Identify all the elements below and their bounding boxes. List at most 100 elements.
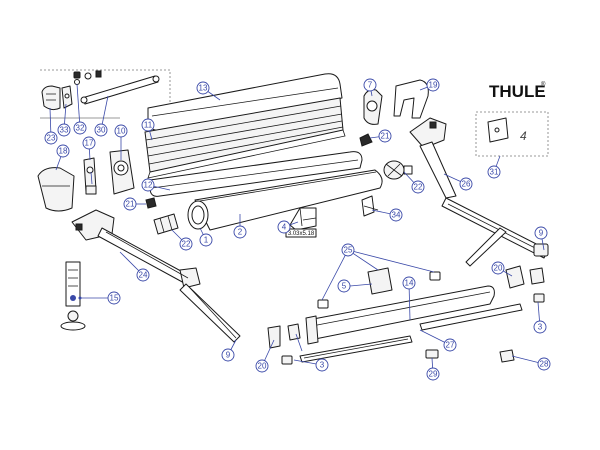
svg-text:9: 9 [226, 351, 231, 360]
clip-29 [425, 349, 439, 359]
leader-dots [70, 295, 82, 301]
svg-text:21: 21 [381, 132, 390, 141]
callout-19: 19 [426, 78, 440, 92]
svg-text:3: 3 [320, 361, 325, 370]
roller-plug-left-22 [153, 213, 179, 235]
svg-text:23: 23 [47, 134, 56, 143]
svg-text:31: 31 [490, 168, 499, 177]
roller-plug-right [383, 160, 413, 180]
callout-14: 14 [402, 276, 416, 290]
small-clip-21-left [145, 197, 157, 209]
callout-17: 17 [82, 136, 96, 150]
svg-text:14: 14 [405, 279, 414, 288]
svg-text:28: 28 [540, 360, 549, 369]
svg-text:30: 30 [97, 126, 106, 135]
callout-18: 18 [56, 144, 70, 158]
fabric-size-label: 3.03x5.18 [288, 231, 315, 237]
svg-text:29: 29 [429, 370, 438, 379]
callout-23: 23 [44, 131, 58, 145]
svg-text:25: 25 [344, 246, 353, 255]
wall-mount-15 [60, 261, 86, 331]
callout-21-left: 21 [123, 197, 137, 211]
svg-text:24: 24 [139, 271, 148, 280]
svg-text:34: 34 [392, 211, 401, 220]
gearbox-17 [83, 157, 97, 195]
svg-text:12: 12 [144, 181, 153, 190]
svg-text:27: 27 [446, 341, 455, 350]
callout-11: 11 [141, 118, 155, 132]
clip-3-right [533, 293, 545, 303]
brand-logo-text: THULE [489, 82, 546, 101]
wall-bracket-sketch: 3.03x5.18 [285, 207, 317, 238]
roller-tube-and-fabric [187, 169, 383, 231]
clips-25 [317, 267, 441, 309]
svg-text:9: 9 [539, 229, 544, 238]
svg-text:32: 32 [76, 124, 85, 133]
svg-text:1: 1 [204, 236, 209, 245]
callout-20-bottom: 20 [255, 359, 269, 373]
callout-3-bottom: 3 [315, 358, 329, 372]
clip-28 [499, 349, 515, 363]
small-clip-21-right [359, 133, 373, 147]
right-end-caps [363, 79, 429, 125]
aluminium-profile [144, 97, 346, 179]
callout-9-right: 9 [534, 226, 548, 240]
callout-30: 30 [94, 123, 108, 137]
callout-15: 15 [107, 291, 121, 305]
callouts: 1 2 3 3 3 4 5 7 9 9 10 11 12 13 14 15 16… [44, 78, 551, 381]
svg-text:7: 7 [368, 81, 373, 90]
clip-3-bottom [281, 355, 293, 365]
svg-text:4: 4 [282, 223, 287, 232]
callout-34: 34 [389, 208, 403, 222]
svg-text:13: 13 [199, 84, 208, 93]
callout-9-left: 9 [221, 348, 235, 362]
front-bar-strip [149, 151, 363, 197]
svg-text:20: 20 [494, 264, 503, 273]
callout-4: 4 [277, 220, 291, 234]
svg-text:21: 21 [126, 200, 135, 209]
slide-rail-27 [299, 303, 523, 363]
callout-2: 2 [233, 225, 247, 239]
svg-text:15: 15 [110, 294, 119, 303]
callout-21-right: 21 [378, 129, 392, 143]
front-bar [305, 285, 495, 345]
svg-text:5: 5 [342, 282, 347, 291]
callout-20-right: 20 [491, 261, 505, 275]
left-end-cap-18 [37, 167, 75, 212]
callout-26: 26 [459, 177, 473, 191]
callout-1: 1 [199, 233, 213, 247]
svg-text:19: 19 [429, 81, 438, 90]
brand-trademark: ® [541, 81, 546, 88]
callout-33: 33 [57, 123, 71, 137]
callout-32: 32 [73, 121, 87, 135]
svg-text:10: 10 [117, 127, 126, 136]
callout-31: 31 [487, 165, 501, 179]
callout-25: 25 [341, 243, 355, 257]
left-arm-assembly [71, 209, 241, 343]
callout-13: 13 [196, 81, 210, 95]
callout-5: 5 [337, 279, 351, 293]
small-clip-34 [361, 195, 379, 217]
svg-text:11: 11 [144, 121, 153, 130]
svg-text:26: 26 [462, 180, 471, 189]
svg-text:18: 18 [59, 147, 68, 156]
callout-22-right: 22 [411, 180, 425, 194]
callout-27: 27 [443, 338, 457, 352]
svg-text:20: 20 [258, 362, 267, 371]
callout-7: 7 [363, 78, 377, 92]
right-arm-assembly [409, 117, 549, 267]
svg-text:22: 22 [414, 183, 423, 192]
brand-logo: THULE ® [489, 81, 546, 101]
svg-text:33: 33 [60, 126, 69, 135]
callout-22-left: 22 [179, 237, 193, 251]
callout-28: 28 [537, 357, 551, 371]
svg-text:3: 3 [538, 323, 543, 332]
callout-24: 24 [136, 268, 150, 282]
callout-10: 10 [114, 124, 128, 138]
gearbox-10-16 [109, 149, 135, 195]
svg-text:2: 2 [238, 228, 243, 237]
svg-text:22: 22 [182, 240, 191, 249]
callout-3-right: 3 [533, 320, 547, 334]
bracket-sketch-label: 4 [520, 129, 527, 143]
